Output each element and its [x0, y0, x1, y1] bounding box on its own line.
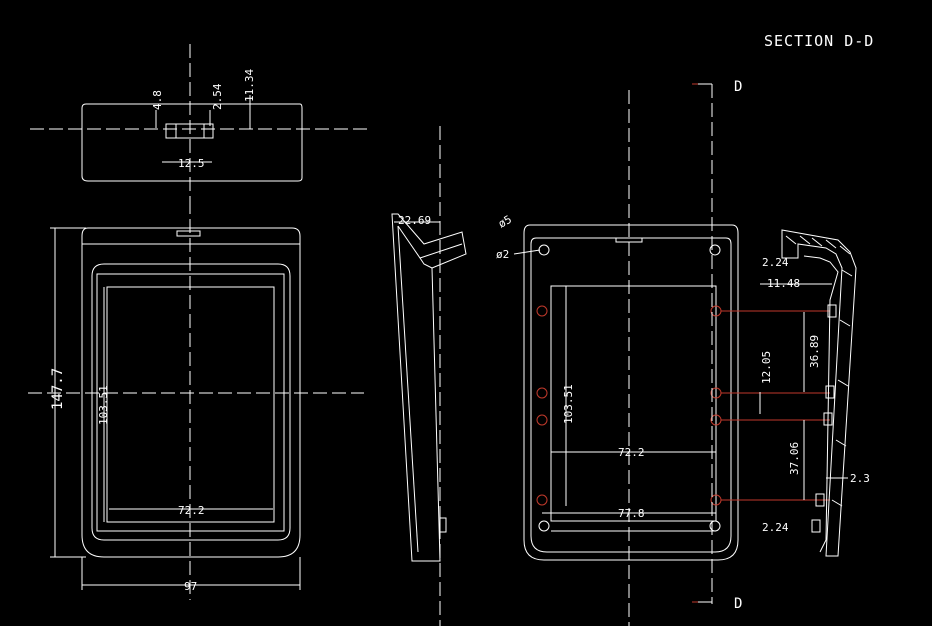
dim-sec-2-3: 2.3 [850, 472, 870, 485]
section-hatch-9 [835, 439, 847, 447]
dim-sec-2-24-top: 2.24 [762, 256, 789, 269]
section-inner-wall [803, 255, 839, 553]
top-view-outline [81, 103, 303, 182]
section-hatch-7 [839, 319, 851, 327]
screw-hole-bottom-left [538, 520, 550, 532]
section-hatch-4 [825, 239, 837, 249]
top-view-slot [165, 123, 214, 139]
front-view-top-slot [176, 230, 201, 237]
dim-sec-11-48: 11.48 [767, 277, 800, 290]
section-outline [781, 229, 857, 557]
section-label-bottom: D [734, 596, 742, 612]
dim-back-phi5: ø5 [496, 213, 514, 231]
side-view-foot [439, 517, 447, 533]
boss-left-1 [536, 305, 548, 317]
dim-sec-36-89: 36.89 [808, 335, 821, 368]
dim-back-phi2: ø2 [496, 248, 509, 261]
front-view: 147.7 103.51 72.2 97 [28, 200, 364, 600]
section-hatch-3 [811, 237, 823, 247]
dim-top-2-54: 2.54 [211, 83, 224, 110]
dim-back-72-2: 72.2 [618, 446, 645, 459]
dim-top-4-8: 4.8 [151, 90, 164, 110]
leader-phi2 [513, 249, 541, 255]
section-hatch-8 [837, 379, 849, 387]
section-boss-4 [815, 493, 825, 507]
dim-side-22-69: 22.69 [398, 214, 431, 227]
dim-top-11-34: 11.34 [243, 69, 256, 102]
front-view-bezel-outer [91, 263, 291, 541]
front-view-outline [81, 227, 301, 558]
dim-front-72-2: 72.2 [178, 504, 205, 517]
dim-front-97: 97 [184, 580, 197, 593]
screw-hole-top-right [709, 244, 721, 256]
section-boss-2 [825, 385, 835, 399]
boss-left-4 [536, 494, 548, 506]
section-title: SECTION D-D [764, 32, 874, 50]
section-hatch-6 [841, 269, 853, 277]
section-hatch-5 [839, 245, 851, 255]
section-boss-5 [811, 519, 821, 533]
section-boss-1 [827, 304, 837, 318]
boss-left-2 [536, 387, 548, 399]
dim-back-77-8: 77.8 [618, 507, 645, 520]
back-view: ø5 ø2 103.51 72.2 77.8 [496, 90, 830, 626]
back-view-rim [530, 237, 732, 553]
side-view-inner-edge [397, 225, 419, 553]
back-view-outline [523, 224, 739, 561]
section-hatch-1 [785, 235, 797, 245]
side-view: 22.69 [391, 126, 467, 626]
dim-sec-2-24-bottom: 2.24 [762, 521, 789, 534]
dim-sec-37-06: 37.06 [788, 442, 801, 475]
screw-hole-top-left [538, 244, 550, 256]
back-view-window [550, 285, 717, 522]
back-view-top-slot [615, 237, 643, 243]
screw-hole-bottom-right [709, 520, 721, 532]
dim-sec-12-05: 12.05 [760, 351, 773, 384]
dim-front-147-7: 147.7 [50, 368, 66, 410]
boss-left-3 [536, 414, 548, 426]
dim-back-103-51: 103.51 [562, 384, 575, 424]
dim-top-12-5: 12.5 [178, 157, 205, 170]
section-boss-3 [823, 412, 833, 426]
side-view-outline [391, 213, 467, 562]
section-cut-line: D D [692, 79, 742, 612]
section-view: SECTION D-D 2.24 11.48 36.89 12.05 37.06… [759, 32, 874, 557]
side-view-inner [397, 225, 463, 269]
section-label-top: D [734, 79, 742, 95]
section-hatch-10 [831, 499, 843, 507]
section-hatch-2 [799, 235, 811, 245]
top-view: 4.8 2.54 11.34 12.5 [30, 44, 368, 200]
dim-front-103-51: 103.51 [97, 385, 110, 425]
